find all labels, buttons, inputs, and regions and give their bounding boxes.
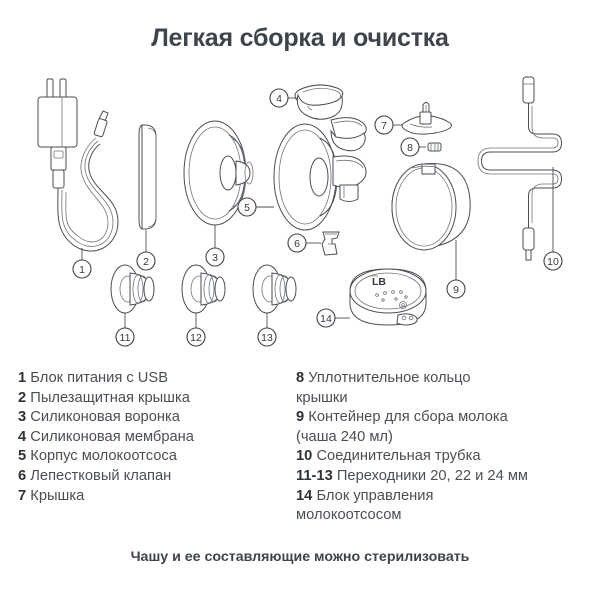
legend-item-14-continuation: молокоотсосом: [296, 507, 402, 524]
callout-2[interactable]: 2: [136, 230, 156, 271]
part-petal-valve: [321, 231, 340, 256]
part-adapter-20mm: [110, 264, 155, 314]
exploded-view-diagram: .ln { fill:none; stroke:#4a4f55; stroke-…: [0, 62, 600, 362]
part-control-unit: LB: [349, 268, 427, 326]
callout-8[interactable]: 8: [400, 137, 426, 157]
legend-item-14-number: 14: [296, 487, 313, 504]
legend-item-3: 3 Силиконовая воронка: [18, 408, 288, 428]
legend-item-1: 1 Блок питания с USB: [18, 369, 288, 389]
callout-10-label: 10: [547, 256, 559, 268]
part-adapter-22mm: [181, 264, 226, 314]
legend-item-5-number: 5: [18, 448, 27, 465]
part-pump-body: [273, 117, 367, 231]
legend-item-3-number: 3: [18, 409, 27, 426]
callout-11[interactable]: 11: [115, 313, 135, 347]
legend-item-9-number: 9: [296, 409, 305, 426]
legend-item-11-13-number: 11-13: [296, 467, 333, 484]
callout-9-label: 9: [453, 284, 459, 296]
callout-2-label: 2: [143, 256, 149, 268]
legend-item-3-label: Силиконовая воронка: [30, 409, 180, 426]
callout-6-label: 6: [294, 238, 300, 250]
legend-item-10: 10 Соединительная трубка: [296, 447, 596, 467]
legend-item-5: 5 Корпус молокоотсоса: [18, 447, 288, 467]
callout-3[interactable]: 3: [205, 225, 225, 267]
legend-item-9-continuation: (чаша 240 мл): [296, 428, 393, 445]
part-power-adapter: [37, 78, 119, 252]
callout-9[interactable]: 9: [446, 240, 466, 299]
legend-item-14: 14 Блок управления: [296, 487, 596, 507]
legend-item-4: 4 Силиконовая мембрана: [18, 428, 288, 448]
legend-item-4-label: Силиконовая мембрана: [30, 428, 194, 445]
parts-legend: 1 Блок питания с USB 2 Пылезащитная крыш…: [0, 369, 600, 523]
legend-item-11-13-label: Переходники 20, 22 и 24 мм: [336, 467, 529, 484]
callout-7-label: 7: [381, 120, 387, 132]
sterilization-note: Чашу и ее составляющие можно стерилизова…: [130, 549, 470, 565]
part-dust-cover: [138, 124, 157, 230]
part-connector-tube: [477, 76, 563, 261]
legend-item-8: 8 Уплотнительное кольцо: [296, 369, 596, 389]
callout-12-label: 12: [190, 332, 202, 344]
callout-1-label: 1: [79, 264, 85, 276]
callout-3-label: 3: [212, 252, 218, 264]
legend-item-8-label: Уплотнительное кольцо: [308, 370, 471, 386]
legend-item-6-number: 6: [18, 467, 27, 484]
part-silicone-funnel: [183, 120, 254, 226]
legend-item-6: 6 Лепестковый клапан: [18, 467, 288, 487]
legend-item-11-13: 11-13 Переходники 20, 22 и 24 мм: [296, 467, 596, 487]
legend-item-7: 7 Крышка: [18, 487, 288, 507]
callout-5[interactable]: 5: [237, 197, 274, 217]
callout-13-label: 13: [261, 332, 273, 344]
legend-item-7-number: 7: [18, 487, 27, 504]
callout-13[interactable]: 13: [257, 313, 277, 347]
page-title: Легкая сборка и очистка: [151, 24, 449, 52]
callout-4[interactable]: 4: [269, 88, 297, 108]
callout-6[interactable]: 6: [287, 233, 321, 253]
callout-4-label: 4: [276, 93, 282, 105]
callout-10[interactable]: 10: [543, 167, 563, 271]
legend-item-9: 9 Контейнер для сбора молока: [296, 408, 596, 428]
legend-item-7-label: Крышка: [30, 487, 85, 504]
legend-item-14-label: Блок управления: [316, 487, 434, 504]
diagram-svg: .ln { fill:none; stroke:#4a4f55; stroke-…: [37, 76, 563, 347]
callout-11-label: 11: [120, 332, 131, 344]
legend-column-left: 1 Блок питания с USB 2 Пылезащитная крыш…: [18, 369, 288, 506]
legend-item-8-continuation: крышки: [296, 389, 348, 406]
part-lid: [401, 102, 452, 135]
legend-item-10-number: 10: [296, 448, 313, 465]
legend-item-2: 2 Пылезащитная крышка: [18, 389, 288, 409]
legend-item-2-number: 2: [18, 389, 27, 406]
part-silicone-membrane: [294, 84, 344, 120]
legend-item-8-number: 8: [296, 370, 305, 386]
legend-item-9-label: Контейнер для сбора молока: [308, 409, 508, 426]
callout-14[interactable]: 14: [316, 308, 350, 328]
legend-item-1-label: Блок питания с USB: [30, 370, 169, 386]
control-display-readout: LB: [372, 276, 386, 288]
part-sealing-ring: [427, 142, 442, 152]
callout-7[interactable]: 7: [374, 115, 402, 135]
callout-12[interactable]: 12: [186, 313, 206, 347]
callout-8-label: 8: [407, 142, 413, 154]
legend-item-4-number: 4: [18, 428, 27, 445]
callout-5-label: 5: [244, 202, 250, 214]
part-milk-container: [391, 162, 471, 251]
legend-item-5-label: Корпус молокоотсоса: [30, 448, 177, 465]
legend-item-10-label: Соединительная трубка: [316, 448, 481, 465]
legend-column-right: 8 Уплотнительное кольцо крышки 9 Контейн…: [296, 369, 596, 526]
legend-item-1-number: 1: [18, 370, 27, 386]
callout-1[interactable]: 1: [72, 248, 92, 279]
legend-item-2-label: Пылезащитная крышка: [30, 389, 190, 406]
part-adapter-24mm: [252, 264, 297, 314]
legend-item-6-label: Лепестковый клапан: [30, 467, 172, 484]
callout-14-label: 14: [320, 313, 332, 325]
